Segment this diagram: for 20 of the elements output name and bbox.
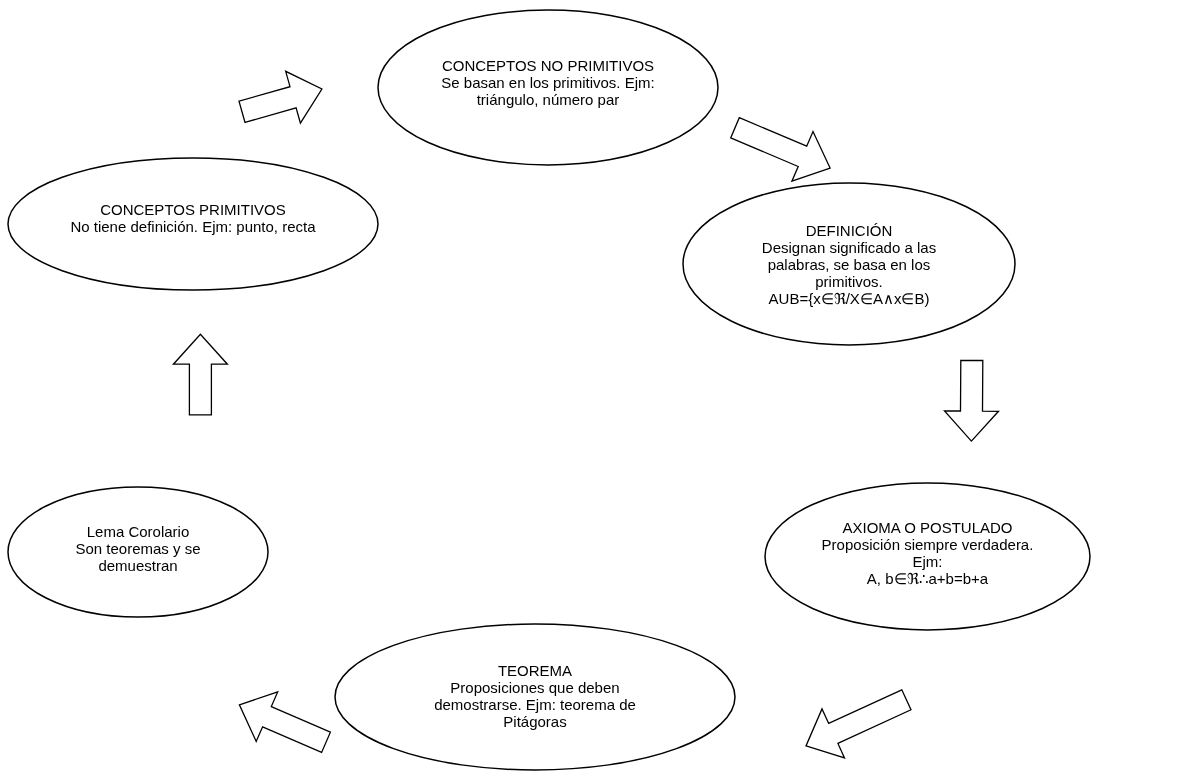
node-text: Designan significado a las palabras, se basa en los primitivos.	[760, 238, 938, 290]
node-heading: Lema Corolario	[86, 522, 190, 540]
block-arrow	[943, 359, 1000, 443]
block-arrow	[238, 70, 323, 125]
node-text: A, b∈ℜ∴a+b=b+a	[866, 569, 989, 587]
block-arrow	[171, 333, 229, 416]
node-text: Proposiciones que deben demostrarse. Ejm: teorema de Pitágoras	[433, 679, 637, 730]
node-text: Se basan en los primitivos. Ejm: triángulo, número par	[440, 74, 656, 108]
node-text: Proposición siempre verdadera. Ejm:	[820, 535, 1035, 570]
node-heading: AXIOMA O POSTULADO	[842, 518, 1013, 536]
node-heading: TEOREMA	[497, 662, 573, 679]
block-arrow	[805, 688, 912, 759]
block-arrow	[729, 116, 831, 183]
block-arrow	[238, 690, 332, 754]
node-text: Son teoremas y se demuestran	[74, 539, 202, 574]
node-heading: CONCEPTOS NO PRIMITIVOS	[441, 57, 655, 74]
node-heading: CONCEPTOS PRIMITIVOS	[100, 201, 286, 218]
node-text: No tiene definición. Ejm: punto, recta	[70, 218, 316, 235]
node-text: AUB={x∈ℜ/X∈A∧x∈B)	[768, 289, 930, 307]
node-heading: DEFINICIÓN	[805, 221, 893, 239]
